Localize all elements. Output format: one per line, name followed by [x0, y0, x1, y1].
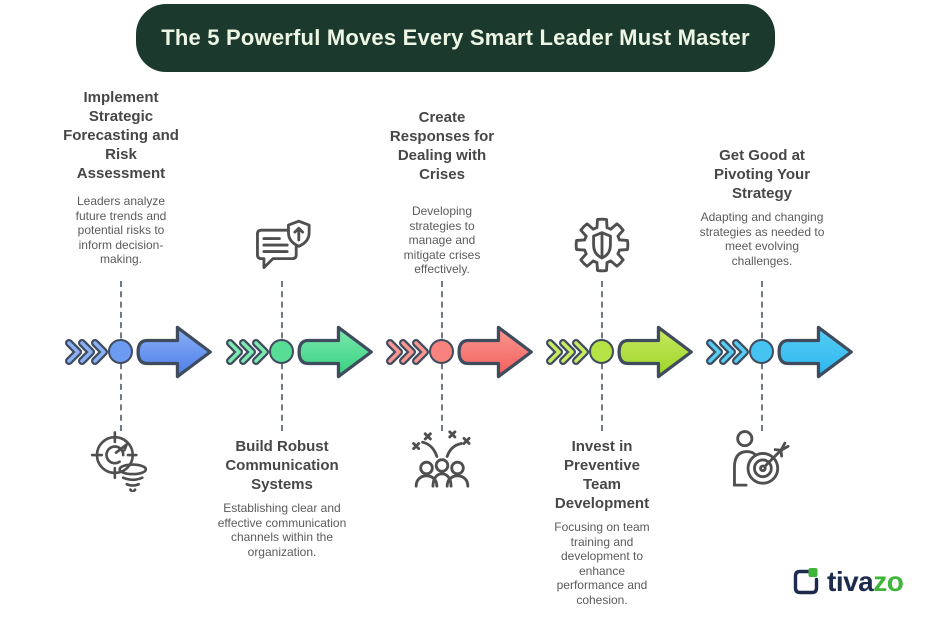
chevrons-icon: [386, 339, 429, 365]
chevrons-icon: [65, 339, 108, 365]
step-description: Focusing on team training and developmen…: [554, 520, 650, 607]
chevrons-icon: [546, 339, 589, 365]
timeline-dot: [269, 339, 294, 364]
chevrons-icon: [226, 339, 269, 365]
radar-forecast-icon: [91, 431, 148, 492]
step-title: Implement Strategic Forecasting and Risk…: [63, 89, 179, 182]
step-title: Get Good at Pivoting Your Strategy: [713, 147, 811, 202]
team-sparks-icon: [412, 430, 471, 488]
step-column-4: Invest in Preventive Team Development Fo…: [522, 0, 693, 630]
step-description: Leaders analyze future trends and potent…: [75, 194, 167, 267]
arrow-icon: [136, 325, 212, 379]
step-title: Create Responses for Dealing with Crises: [389, 109, 495, 183]
logo-text-dark: tiva: [827, 566, 874, 597]
tivazo-logo: tivazo: [791, 566, 904, 598]
timeline-dot: [749, 339, 774, 364]
tivazo-logo-icon: [793, 568, 819, 595]
title-banner: The 5 Powerful Moves Every Smart Leader …: [136, 4, 775, 72]
step-title: Build Robust Communication Systems: [225, 438, 339, 493]
tivazo-logo-text: tivazo: [827, 566, 904, 598]
step-description: Adapting and changing strategies as need…: [699, 210, 825, 268]
step-column-1: Implement Strategic Forecasting and Risk…: [41, 0, 212, 630]
step-title: Invest in Preventive Team Development: [554, 438, 650, 512]
step-description: Establishing clear and effective communi…: [217, 501, 347, 559]
step-column-2: Build Robust Communication Systems Estab…: [202, 0, 373, 630]
page-title: The 5 Powerful Moves Every Smart Leader …: [161, 25, 750, 50]
step-column-3: Create Responses for Dealing with Crises…: [362, 0, 533, 630]
person-target-icon: [733, 430, 790, 487]
arrow-icon: [777, 325, 853, 379]
chevrons-icon: [706, 339, 749, 365]
gear-shield-icon: [574, 217, 630, 273]
logo-text-green: zo: [873, 566, 904, 597]
timeline-dot: [108, 339, 133, 364]
step-description: Developing strategies to manage and miti…: [403, 204, 481, 277]
timeline-dot: [589, 339, 614, 364]
arrow-icon: [457, 325, 533, 379]
timeline-dot: [429, 339, 454, 364]
arrow-icon: [617, 325, 693, 379]
chat-shield-icon: [256, 219, 311, 270]
step-column-5: Get Good at Pivoting Your Strategy Adapt…: [682, 0, 853, 630]
arrow-icon: [297, 325, 373, 379]
